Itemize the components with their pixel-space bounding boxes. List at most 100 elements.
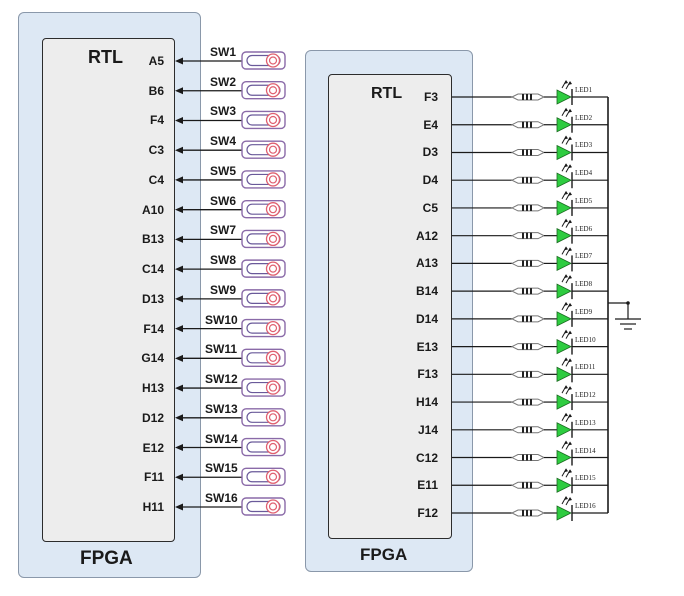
toggle-switch-icon[interactable] — [241, 437, 286, 457]
right-pin-label: C5 — [422, 200, 438, 215]
right-pin-label: B14 — [415, 284, 438, 299]
resistor-icon — [510, 204, 546, 212]
left-pin-label: H13 — [141, 381, 164, 396]
left-pin-label: G14 — [141, 351, 164, 366]
led-connection — [452, 163, 608, 189]
ground-icon — [608, 301, 641, 330]
right-pin-label: A13 — [415, 256, 438, 271]
left-pin-label: B13 — [141, 232, 164, 247]
arrow-icon — [175, 116, 183, 124]
led-diode-icon — [556, 301, 573, 327]
switch-label: SW13 — [205, 401, 238, 416]
left-pin-label: C14 — [141, 262, 164, 277]
switch-connection — [175, 378, 286, 397]
arrow-icon — [175, 414, 183, 422]
led-diode-icon — [556, 357, 573, 383]
switch-label: SW1 — [210, 45, 237, 59]
toggle-switch-icon[interactable] — [241, 318, 286, 338]
left-pin-label: A10 — [141, 202, 164, 217]
led-label: LED6 — [575, 224, 593, 233]
arrow-icon — [175, 503, 183, 511]
arrow-icon — [175, 265, 183, 273]
resistor-icon — [510, 287, 546, 295]
toggle-switch-icon[interactable] — [241, 170, 286, 189]
switch-label: SW14 — [205, 431, 238, 446]
right-pin-label: E13 — [416, 339, 438, 354]
switch-connection — [175, 81, 286, 100]
resistor-icon — [510, 509, 546, 517]
switch-connection — [175, 199, 286, 219]
switch-label: SW8 — [210, 253, 237, 268]
toggle-switch-icon[interactable] — [241, 408, 286, 427]
toggle-switch-icon[interactable] — [241, 348, 286, 368]
resistor-icon — [510, 148, 546, 156]
toggle-switch-icon[interactable] — [241, 467, 286, 486]
left-pin-label: E12 — [142, 440, 164, 455]
resistor-icon — [510, 370, 546, 378]
right-rtl-block — [328, 74, 452, 539]
toggle-switch-icon[interactable] — [241, 289, 286, 308]
arrow-icon — [175, 295, 183, 303]
left-pin-label: B6 — [148, 83, 164, 98]
led-connection — [452, 301, 608, 327]
led-connection — [452, 496, 608, 521]
arrow-icon — [175, 384, 183, 392]
led-diode-icon — [556, 468, 573, 494]
right-pin-label: D4 — [422, 173, 438, 188]
switch-label: SW9 — [210, 282, 237, 297]
switch-label: SW2 — [210, 74, 237, 89]
arrow-icon — [175, 444, 183, 452]
switch-label: SW11 — [205, 342, 238, 357]
led-connection — [452, 135, 608, 161]
right-pin-label: F13 — [417, 367, 438, 382]
toggle-switch-icon[interactable] — [241, 199, 286, 219]
led-label: LED15 — [575, 474, 596, 483]
toggle-switch-icon[interactable] — [241, 110, 286, 130]
toggle-switch-icon[interactable] — [241, 51, 286, 70]
led-connection — [452, 468, 608, 494]
led-diode-icon — [556, 135, 573, 161]
switch-label: SW10 — [205, 312, 238, 327]
right-pin-label: D14 — [415, 311, 438, 326]
resistor-icon — [510, 176, 546, 184]
led-label: LED14 — [575, 446, 596, 455]
switch-connection — [175, 170, 286, 189]
led-diode-icon — [556, 107, 573, 133]
led-connection — [452, 385, 608, 411]
toggle-switch-icon[interactable] — [241, 229, 286, 249]
toggle-switch-icon[interactable] — [241, 140, 286, 159]
resistor-icon — [510, 121, 546, 129]
right-pin-label: A12 — [415, 228, 438, 243]
arrow-icon — [175, 57, 183, 65]
led-diode-icon — [556, 440, 573, 466]
switch-connection — [175, 348, 286, 368]
led-diode-icon — [556, 412, 573, 438]
led-label: LED11 — [575, 363, 596, 372]
led-label: LED4 — [575, 169, 593, 178]
led-diode-icon — [556, 274, 573, 300]
right-pin-label: C12 — [415, 450, 438, 465]
switch-connection — [175, 110, 286, 130]
toggle-switch-icon[interactable] — [241, 378, 286, 397]
switch-label: SW5 — [210, 163, 237, 178]
switch-connection — [175, 318, 286, 338]
left-pin-label: C4 — [148, 172, 164, 187]
toggle-switch-icon[interactable] — [241, 497, 286, 516]
left-pin-label: F14 — [143, 321, 164, 336]
led-diode-icon — [556, 218, 573, 244]
arrow-icon — [175, 87, 183, 95]
arrow-icon — [175, 325, 183, 333]
toggle-switch-icon[interactable] — [241, 259, 286, 278]
arrow-icon — [175, 206, 183, 214]
led-connection — [452, 412, 608, 438]
left-pin-label: C3 — [148, 143, 164, 158]
led-label: LED12 — [575, 391, 596, 400]
right-pin-label: E11 — [417, 478, 438, 493]
led-connection — [452, 274, 608, 300]
toggle-switch-icon[interactable] — [241, 81, 286, 100]
left-rtl-label: RTL — [88, 47, 123, 67]
right-pin-label: E4 — [423, 117, 438, 132]
led-diode-icon — [556, 163, 573, 189]
left-rtl-block — [42, 38, 175, 542]
right-pin-label: F3 — [423, 90, 438, 104]
